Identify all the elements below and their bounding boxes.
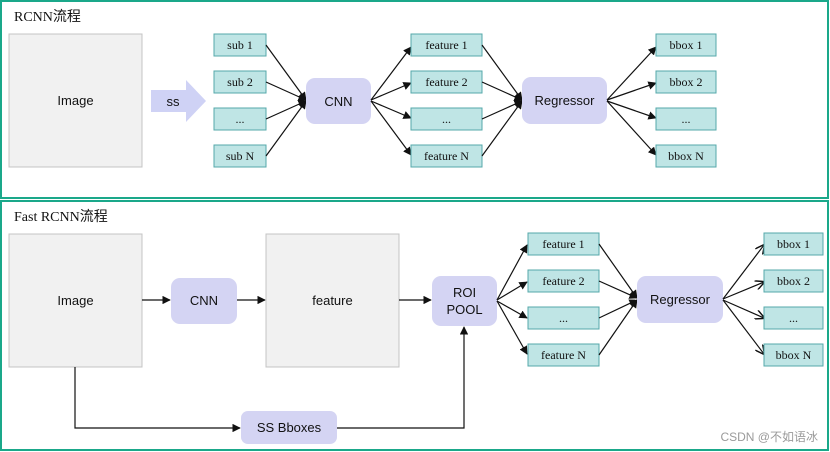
rcnn-bbox-label-2: bbox 2 — [670, 75, 703, 89]
fast-rcnn-cnn-node — [171, 278, 237, 324]
rcnn-edge-cnn-feat1 — [370, 46, 412, 101]
rcnn-edge-feat4-reg — [481, 100, 523, 157]
fast-rcnn-edge-roi-feat3 — [496, 300, 528, 319]
rcnn-bbox-box-4 — [655, 144, 717, 168]
fast-rcnn-feature-label-3: ... — [559, 311, 568, 325]
watermark: CSDN @不如语冰 — [720, 429, 818, 444]
fast-rcnn-edge-reg-bbox1 — [722, 245, 764, 300]
fast-rcnn-edge-roi-feat4 — [496, 300, 528, 355]
rcnn-edge-sub4-cnn — [265, 100, 307, 157]
rcnn-sub-label-4: sub N — [226, 149, 255, 163]
rcnn-edge-cnn-feat4 — [370, 100, 412, 156]
rcnn-panel-title: RCNN流程 — [14, 9, 81, 25]
rcnn-bbox-box-2 — [655, 70, 717, 94]
fast-rcnn-bbox-box-4 — [763, 343, 824, 367]
fast-rcnn-roi-pool-node — [432, 276, 497, 326]
rcnn-cnn-label: CNN — [324, 94, 352, 109]
rcnn-panel: RCNN流程 Image ss sub 1 sub 2 ... sub N CN… — [0, 0, 829, 199]
rcnn-bbox-label-3: ... — [682, 112, 691, 126]
rcnn-edge-reg-bbox3 — [606, 100, 657, 120]
fast-rcnn-edge-feat2-reg — [598, 280, 638, 299]
rcnn-feature-label-2: feature 2 — [425, 75, 467, 89]
fast-rcnn-image-label: Image — [57, 293, 93, 308]
rcnn-regressor-label: Regressor — [535, 93, 596, 108]
fast-rcnn-bbox-label-1: bbox 1 — [777, 237, 810, 251]
fast-rcnn-bbox-box-1 — [763, 232, 824, 256]
rcnn-bbox-box-3 — [655, 107, 717, 131]
fast-rcnn-roi-pool-label-2: POOL — [446, 302, 482, 317]
rcnn-edge-feat2-reg — [481, 81, 523, 101]
fast-rcnn-feature-map-box — [265, 233, 400, 368]
rcnn-sub-label-2: sub 2 — [227, 75, 253, 89]
fast-rcnn-feature-label-1: feature 1 — [542, 237, 584, 251]
rcnn-sub-label-1: sub 1 — [227, 38, 253, 52]
rcnn-sub-label-3: ... — [236, 112, 245, 126]
rcnn-feature-label-1: feature 1 — [425, 38, 467, 52]
rcnn-bbox-box-1 — [655, 33, 717, 57]
rcnn-edge-feat1-reg — [481, 44, 523, 101]
fast-rcnn-edge-image-ssbboxes — [74, 367, 241, 433]
fast-rcnn-edge-ssbboxes-roi — [337, 326, 469, 429]
fast-rcnn-feature-label-4: feature N — [541, 348, 586, 362]
fast-rcnn-edge-roi-feat2 — [496, 281, 528, 301]
rcnn-edge-cnn-feat3 — [370, 100, 412, 119]
fast-rcnn-edge-reg-bbox3 — [722, 299, 764, 318]
fast-rcnn-panel-title: Fast RCNN流程 — [14, 209, 108, 225]
rcnn-ss-arrow — [151, 80, 206, 122]
rcnn-regressor-node — [522, 77, 607, 124]
rcnn-edge-reg-bbox4 — [606, 100, 657, 156]
fast-rcnn-bbox-label-4: bbox N — [776, 348, 812, 362]
fast-rcnn-edge-roi-feat1 — [496, 244, 528, 301]
rcnn-cnn-node — [306, 78, 371, 124]
fast-rcnn-edge-reg-bbox4 — [722, 299, 764, 354]
fast-rcnn-ss-bboxes-node — [241, 411, 337, 444]
rcnn-edge-reg-bbox1 — [606, 46, 657, 101]
rcnn-edge-reg-bbox2 — [606, 81, 657, 101]
fast-rcnn-edge-reg-bbox2 — [722, 282, 764, 300]
fast-rcnn-roi-pool-label-1: ROI — [453, 285, 476, 300]
rcnn-ss-label: ss — [167, 94, 181, 109]
fast-rcnn-bbox-label-2: bbox 2 — [777, 274, 810, 288]
fast-rcnn-bbox-box-2 — [763, 269, 824, 293]
fast-rcnn-cnn-label: CNN — [190, 293, 218, 308]
fast-rcnn-image-box — [8, 233, 143, 368]
fast-rcnn-edge-feat1-reg — [598, 243, 638, 299]
rcnn-feature-label-3: ... — [442, 112, 451, 126]
rcnn-edge-cnn-feat2 — [370, 82, 412, 101]
rcnn-image-box — [8, 33, 143, 168]
rcnn-edge-sub1-cnn — [265, 44, 307, 101]
fast-rcnn-regressor-node — [637, 276, 723, 323]
rcnn-edge-sub2-cnn — [265, 81, 307, 101]
rcnn-feature-label-4: feature N — [424, 149, 469, 163]
fast-rcnn-ss-bboxes-label: SS Bboxes — [257, 420, 322, 435]
fast-rcnn-bbox-label-3: ... — [789, 311, 798, 325]
fast-rcnn-bbox-box-3 — [763, 306, 824, 330]
fast-rcnn-edge-feat4-reg — [598, 299, 638, 356]
fast-rcnn-feature-map-label: feature — [312, 293, 352, 308]
rcnn-bbox-label-4: bbox N — [668, 149, 704, 163]
fast-rcnn-feature-label-2: feature 2 — [542, 274, 584, 288]
rcnn-bbox-label-1: bbox 1 — [670, 38, 703, 52]
fast-rcnn-panel: Fast RCNN流程 Image CNN feature ROI POOL f… — [0, 200, 829, 451]
rcnn-image-label: Image — [57, 93, 93, 108]
fast-rcnn-regressor-label: Regressor — [650, 292, 711, 307]
